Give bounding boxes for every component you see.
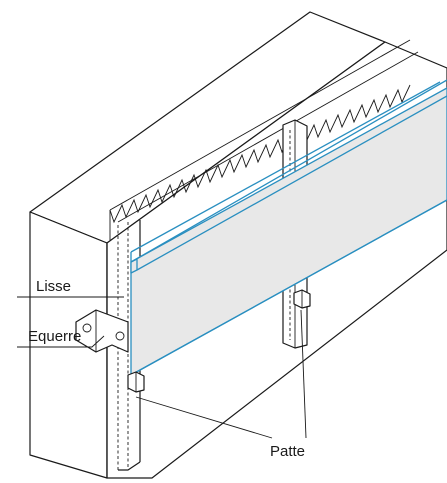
patte-clip-left <box>127 371 145 393</box>
patte-label: Patte <box>270 443 305 460</box>
patte-leader-left <box>135 396 273 439</box>
patte-clip-right <box>293 289 311 309</box>
cladding-panel <box>130 79 447 376</box>
equerre-leader <box>17 335 105 348</box>
lisse-label: Lisse <box>36 278 71 295</box>
insulation-layer <box>109 39 419 240</box>
patte-leader-right <box>300 309 307 439</box>
equerre-label: Equerre <box>28 328 81 345</box>
equerre-bracket <box>75 309 129 353</box>
